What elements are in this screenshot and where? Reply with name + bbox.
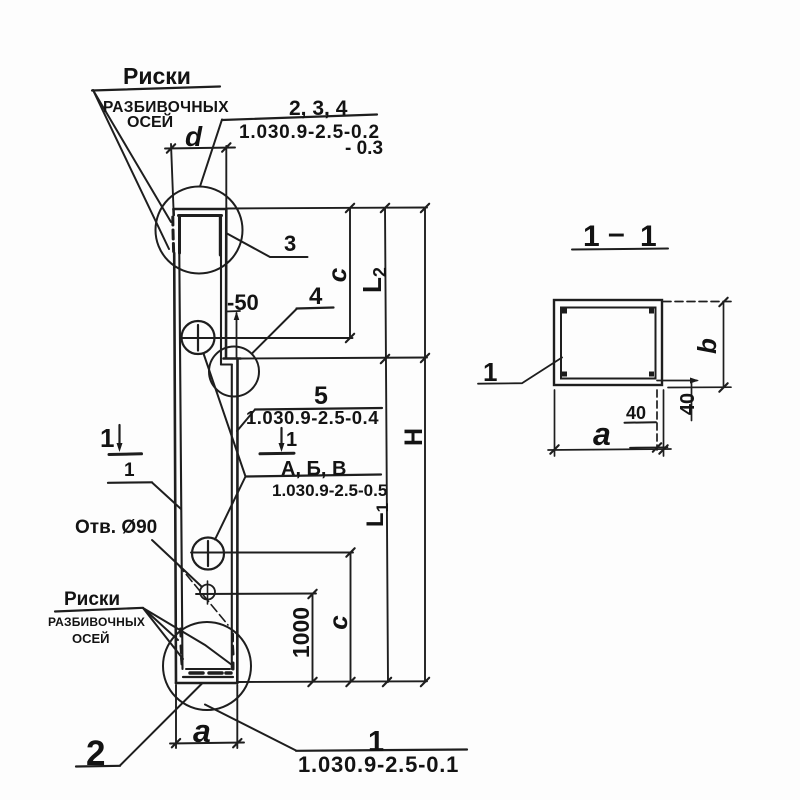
svg-text:c: c — [322, 267, 352, 282]
svg-text:- 0.3: - 0.3 — [345, 138, 383, 159]
svg-text:L2: L2 — [357, 267, 390, 293]
svg-text:ОСЕЙ: ОСЕЙ — [72, 631, 110, 646]
svg-text:2, 3, 4: 2, 3, 4 — [289, 97, 348, 120]
svg-text:1: 1 — [483, 357, 497, 387]
svg-text:Риски: Риски — [64, 589, 120, 610]
svg-text:40: 40 — [677, 393, 699, 415]
svg-text:4: 4 — [309, 283, 323, 310]
svg-text:1: 1 — [368, 726, 384, 758]
svg-text:40: 40 — [626, 403, 646, 423]
svg-text:РАЗБИВОЧНЫХ: РАЗБИВОЧНЫХ — [48, 615, 145, 629]
svg-text:1.030.9-2.5-0.4: 1.030.9-2.5-0.4 — [246, 407, 379, 428]
svg-text:ОСЕЙ: ОСЕЙ — [127, 112, 173, 131]
svg-text:1: 1 — [640, 220, 657, 253]
svg-text:b: b — [692, 338, 722, 354]
svg-text:1.030.9-2.5-0.5: 1.030.9-2.5-0.5 — [272, 481, 387, 500]
svg-text:H: H — [400, 428, 428, 446]
svg-text:5: 5 — [314, 382, 328, 410]
svg-text:1000: 1000 — [288, 607, 314, 658]
svg-text:1: 1 — [286, 429, 297, 451]
svg-text:1.030.9-2.5-0.2: 1.030.9-2.5-0.2 — [239, 122, 380, 143]
svg-text:1: 1 — [100, 423, 114, 453]
svg-text:Риски: Риски — [123, 63, 191, 89]
svg-text:1: 1 — [124, 460, 135, 481]
svg-text:1: 1 — [583, 220, 600, 253]
svg-text:a: a — [593, 416, 611, 452]
svg-text:c: c — [323, 615, 353, 630]
svg-text:А, Б, В: А, Б, В — [281, 458, 347, 480]
svg-text:d: d — [185, 121, 203, 152]
svg-text:Отв. Ø90: Отв. Ø90 — [75, 517, 157, 538]
svg-text:–: – — [608, 217, 625, 250]
svg-text:L1: L1 — [362, 503, 392, 527]
svg-text:a: a — [193, 713, 211, 749]
svg-text:РАЗБИВОЧНЫХ: РАЗБИВОЧНЫХ — [103, 99, 229, 116]
svg-text:3: 3 — [284, 231, 296, 256]
svg-text:1.030.9-2.5-0.1: 1.030.9-2.5-0.1 — [298, 752, 459, 777]
svg-text:2: 2 — [86, 734, 105, 773]
svg-text:-50: -50 — [227, 290, 259, 315]
